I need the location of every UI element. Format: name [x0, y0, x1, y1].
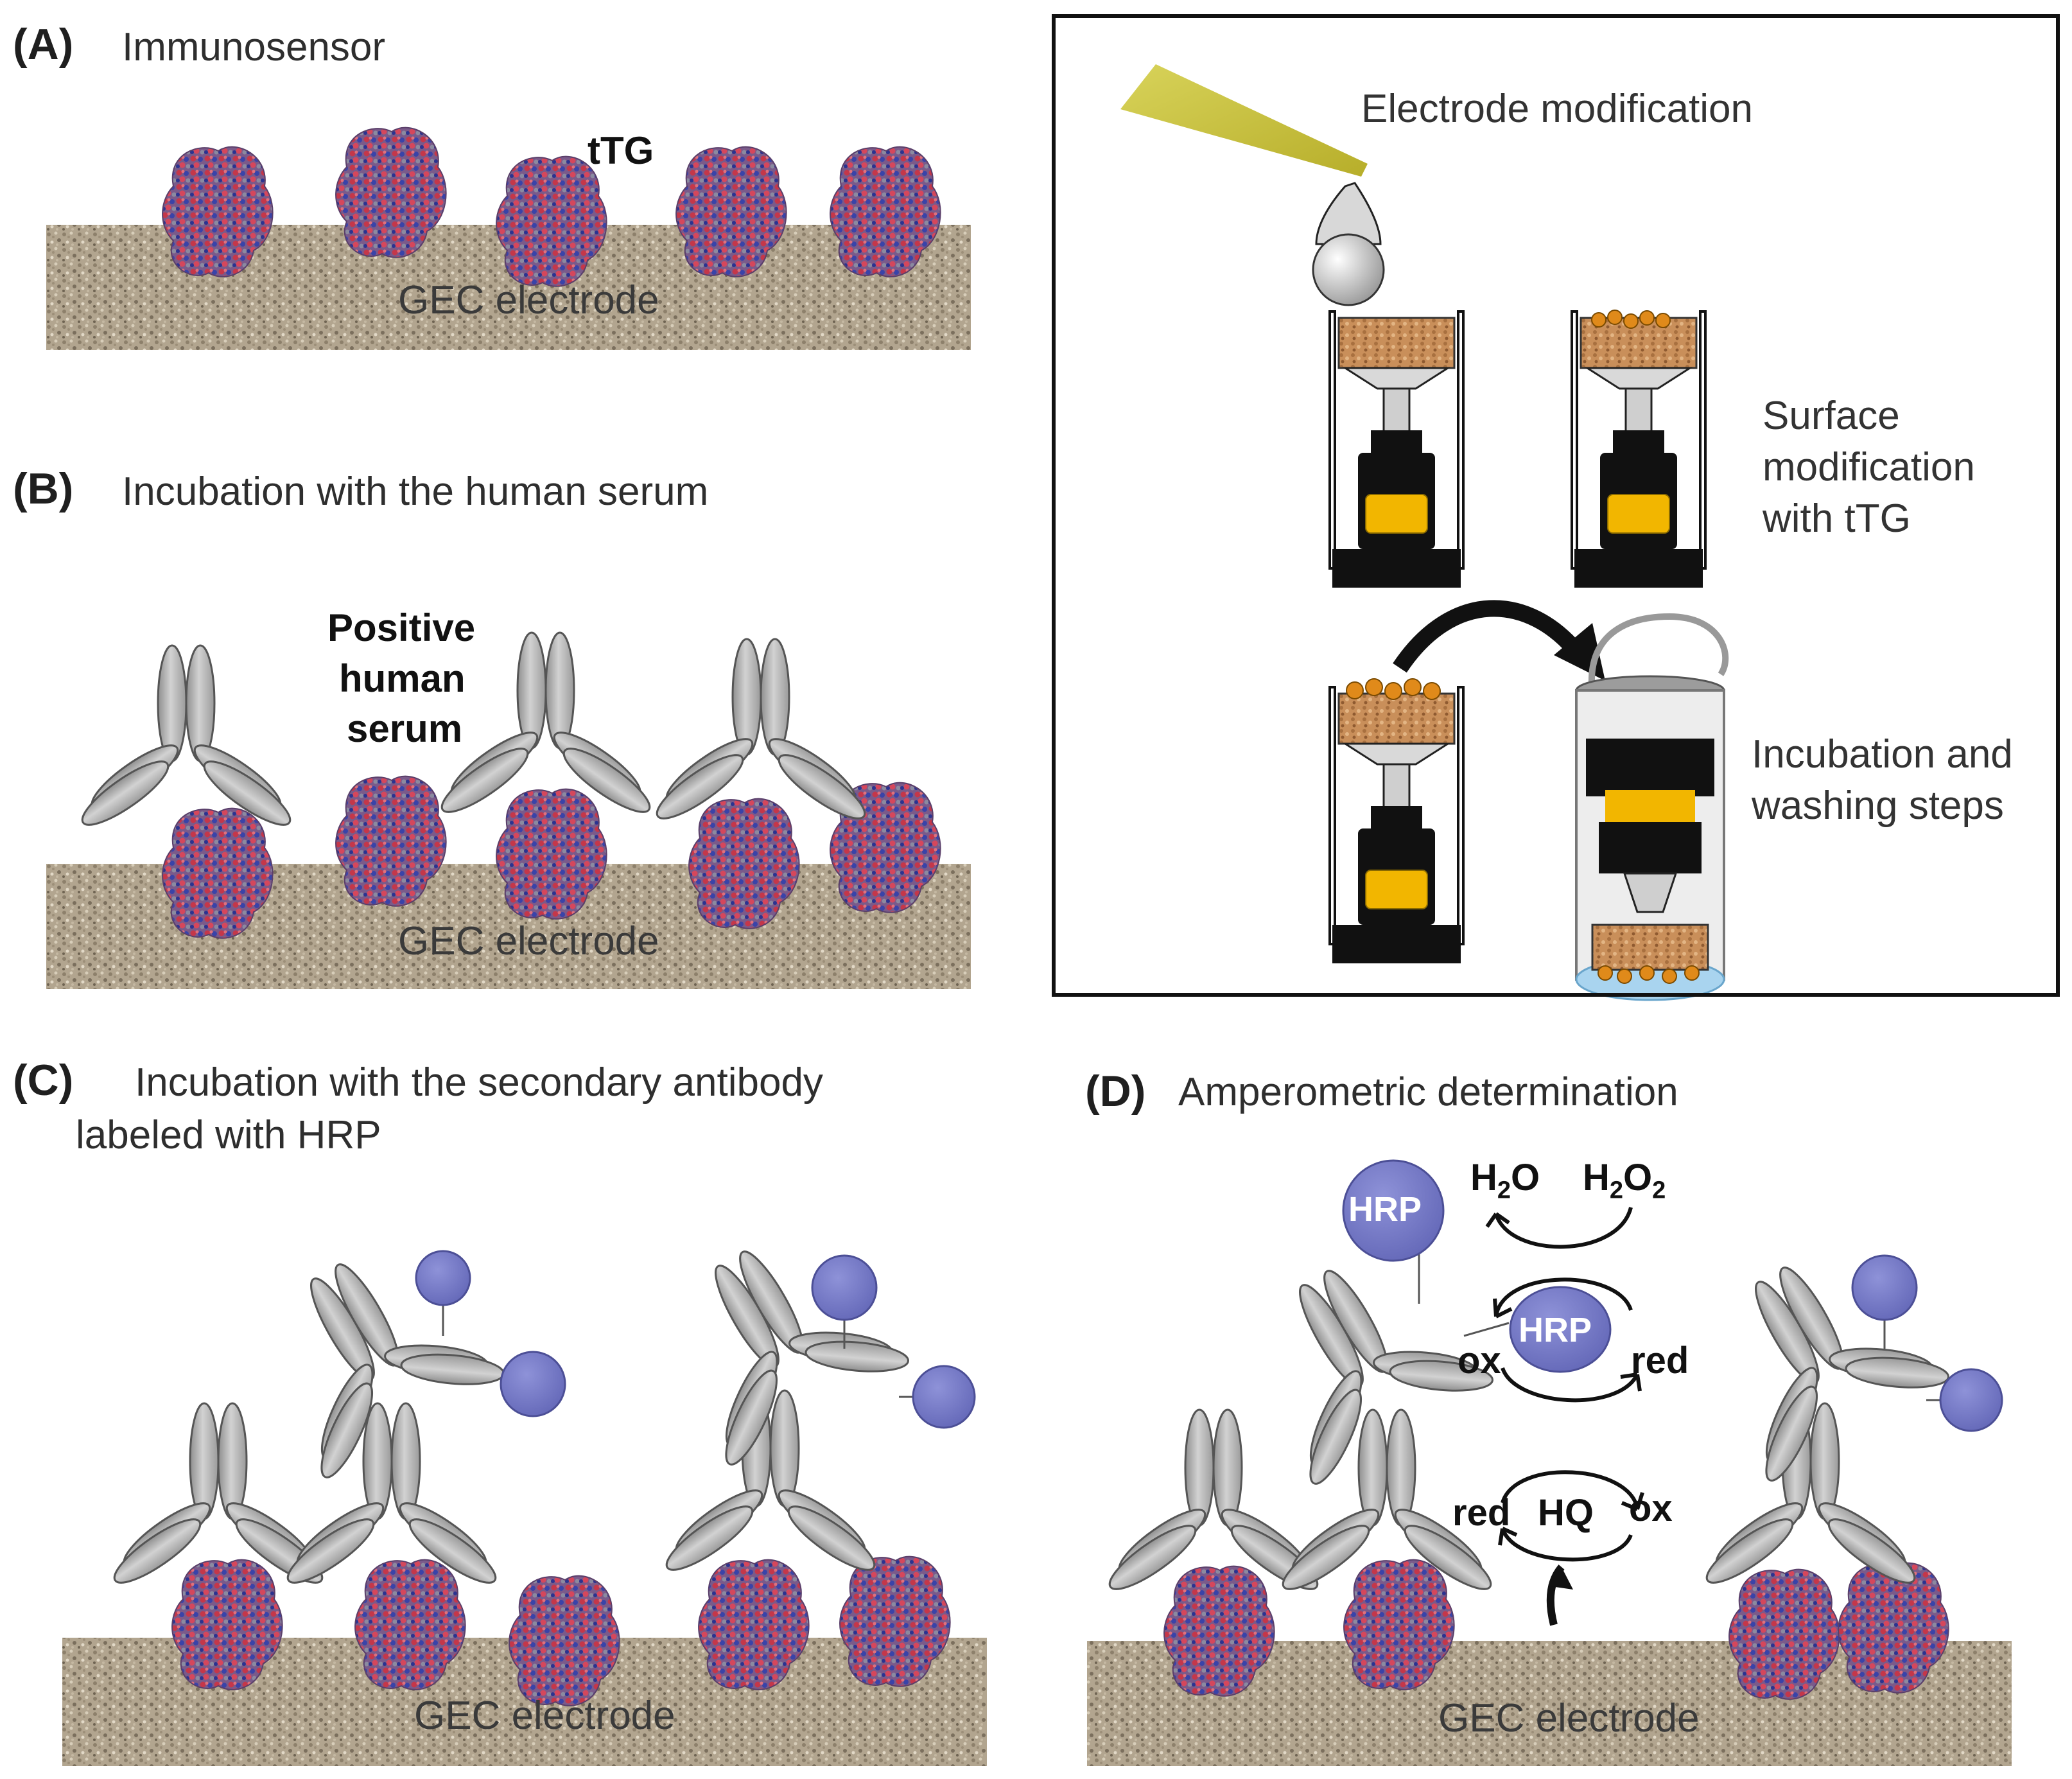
panel-c-letter: (C): [13, 1056, 74, 1105]
panel-c-title-line2: labeled with HRP: [76, 1113, 381, 1157]
panel-b-title: Incubation with the human serum: [122, 469, 709, 514]
inset-step2-line3: with tTG: [1763, 496, 1911, 541]
hrp-label: HRP: [1348, 1190, 1422, 1229]
electrode-label-b: GEC electrode: [398, 919, 659, 963]
electron-arrow: [1546, 1564, 1565, 1626]
red-right-label: red: [1631, 1340, 1689, 1381]
vial-icon: [1575, 613, 1729, 1001]
serum-label-line1: Positive: [327, 606, 476, 649]
hrp-label-circle: [811, 1254, 878, 1321]
antibody: [1698, 1402, 1923, 1593]
panel-a-letter: (A): [13, 20, 74, 69]
panel-a-title: Immunosensor: [122, 25, 386, 69]
inset-step2-line2: modification: [1763, 445, 1975, 489]
inset-step2-line1: Surface: [1763, 394, 1900, 438]
electrode-label-c: GEC electrode: [414, 1694, 675, 1738]
reaction-arrows: [1485, 1207, 1644, 1562]
panel-b-letter: (B): [13, 464, 74, 513]
hrp-label-circle: [1851, 1254, 1918, 1321]
drop-icon: [1312, 233, 1385, 306]
electrode-label-a: GEC electrode: [398, 278, 659, 322]
panel-d-title: Amperometric determination: [1178, 1070, 1678, 1114]
serum-label-line2: human: [339, 657, 466, 700]
panel-d-letter: (D): [1085, 1067, 1146, 1116]
panel-c-title-line1: Incubation with the secondary antibody: [135, 1060, 823, 1105]
inset-art: [1120, 64, 1729, 1001]
hrp-label-circle: [1939, 1368, 2003, 1432]
electrode-label-d: GEC electrode: [1438, 1696, 1700, 1740]
inset-step1-label: Electrode modification: [1361, 87, 1753, 131]
serum-label-line3: serum: [347, 707, 463, 750]
hrp-label-circle: [912, 1365, 976, 1429]
hrp-cycle-circle: [1509, 1286, 1612, 1373]
h2o2-label: H2O2: [1583, 1157, 1666, 1204]
antibody: [74, 644, 299, 836]
hrp-label-circle: [500, 1351, 566, 1417]
panel-c-art: [62, 1202, 987, 1766]
inset-box: [1052, 14, 2060, 997]
hrp-cycle-label: HRP: [1519, 1311, 1592, 1349]
antibody: [658, 1389, 883, 1581]
panel-d-art: [1087, 1159, 2012, 1766]
ttg-label: tTG: [588, 129, 654, 172]
h2o-label: H2O: [1470, 1157, 1540, 1204]
red-left-label: red: [1452, 1492, 1511, 1534]
hq-label: HQ: [1538, 1492, 1594, 1534]
ox-right-label: ox: [1629, 1487, 1673, 1529]
inset-step3-line2: washing steps: [1752, 784, 2004, 828]
hrp-circle: [1342, 1159, 1445, 1262]
ox-left-label: ox: [1458, 1340, 1501, 1381]
pipette-icon: [1120, 64, 1368, 177]
panel-b-art: [46, 631, 971, 989]
hrp-label-circle: [415, 1250, 471, 1306]
inset-step3-line1: Incubation and: [1752, 732, 2013, 776]
transfer-arrow: [1393, 600, 1587, 673]
panel-a-art: [46, 127, 971, 350]
